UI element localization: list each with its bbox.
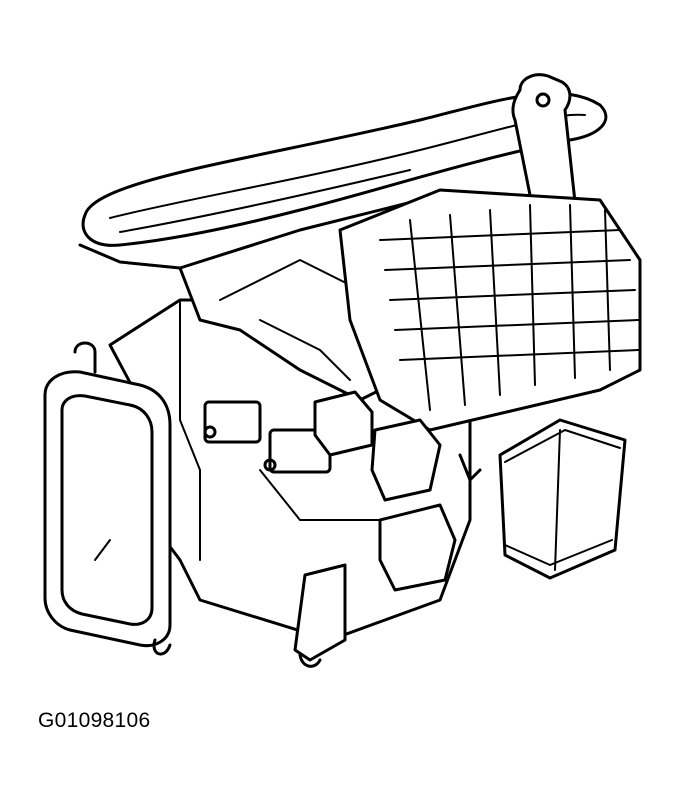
side-tabs [73, 341, 482, 656]
lattice-frame [338, 188, 642, 432]
hvac-heater-unit-illustration [43, 73, 642, 668]
left-outlet [43, 370, 172, 648]
connectors [203, 390, 457, 592]
blower-motor-box [498, 418, 627, 580]
drain-tube [293, 563, 347, 668]
figure-code-label: G01098106 [38, 709, 151, 732]
